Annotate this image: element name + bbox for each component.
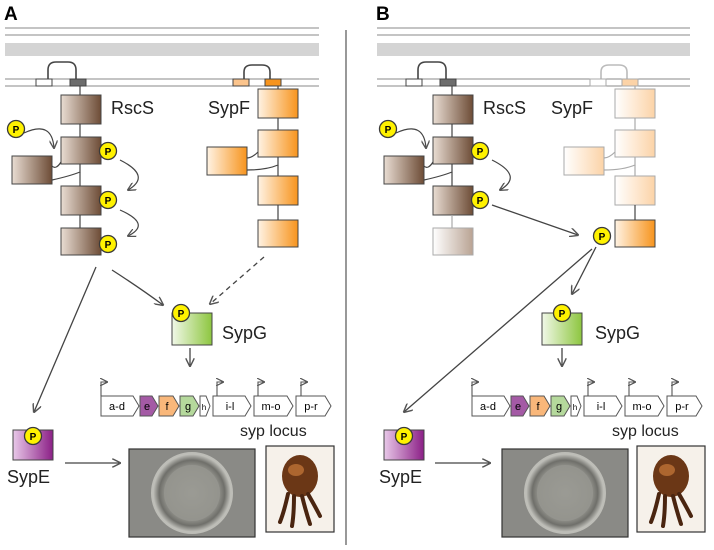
syp-locus-label: syp locus [240,423,307,440]
svg-text:p-r: p-r [304,401,318,413]
sypf-label: SypF [551,98,593,118]
svg-text:h: h [202,403,206,412]
phospho-label: P [559,309,566,320]
sypg-label: SypG [222,323,267,343]
svg-text:h: h [573,403,577,412]
phospho-label: P [385,125,392,136]
svg-text:m-o: m-o [633,401,652,413]
svg-text:g: g [556,401,562,413]
squid-image [264,444,336,534]
svg-text:m-o: m-o [262,401,281,413]
sype-label: SypE [7,467,50,487]
sypf-periplasmic-loop [243,64,271,79]
svg-text:e: e [144,401,150,413]
biofilm-colony-image [501,448,629,538]
phospho-label: P [105,147,112,158]
sype-label: SypE [379,467,422,487]
phospho-label: P [105,196,112,207]
svg-text:i-l: i-l [597,401,606,413]
phospho-label: P [178,309,185,320]
phospho-label: P [477,147,484,158]
svg-text:g: g [185,401,191,413]
syp-locus-label: syp locus [612,423,679,440]
phospho-label: P [477,196,484,207]
svg-text:f: f [536,401,540,413]
svg-text:a-d: a-d [109,401,125,413]
panel-a-letter: A [4,4,18,25]
panel-a: A RscS P P P [4,4,336,538]
syp-locus: a-d e f g h i-l m-o p-r [101,382,331,416]
rscs-label: RscS [111,98,154,118]
rscs-periplasmic-loop [47,61,77,79]
membrane-band [377,43,690,56]
phospho-label: P [30,432,37,443]
phospho-label: P [401,432,408,443]
svg-text:e: e [515,401,521,413]
panel-b: B RscS P P P [376,4,707,538]
svg-text:f: f [165,401,169,413]
phospho-label: P [105,240,112,251]
squid-image [635,444,707,534]
syp-locus: a-d e f g h i-l m-o p-r [472,382,702,416]
svg-text:p-r: p-r [675,401,689,413]
biofilm-colony-image [128,448,256,538]
rscs-label: RscS [483,98,526,118]
sypf-label: SypF [208,98,250,118]
svg-text:a-d: a-d [480,401,496,413]
sypg-label: SypG [595,323,640,343]
phospho-label: P [13,125,20,136]
panel-b-letter: B [376,4,390,25]
svg-text:i-l: i-l [226,401,235,413]
phospho-label: P [599,232,606,243]
membrane-band [5,43,319,56]
